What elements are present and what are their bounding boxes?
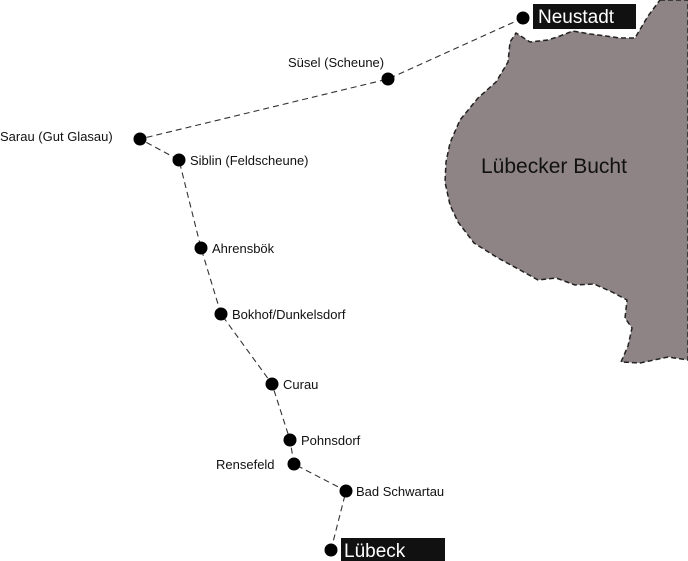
stop-marker-bad-schwartau [339, 484, 353, 498]
stop-marker-neustadt [516, 11, 530, 25]
stop-label-ahrensboek: Ahrensbök [212, 241, 275, 256]
city-label-luebeck: Lübeck [344, 541, 406, 561]
stop-marker-curau [265, 377, 279, 391]
stop-marker-sarau [133, 132, 147, 146]
city-label-neustadt: Neustadt [538, 7, 615, 28]
stop-label-curau: Curau [283, 377, 318, 392]
stop-label-bokhof: Bokhof/Dunkelsdorf [232, 307, 346, 322]
stop-label-pohnsdorf: Pohnsdorf [301, 433, 361, 448]
route-line [138, 17, 524, 551]
city-label-bg-neustadt [533, 4, 636, 29]
stop-label-suesel: Süsel (Scheune) [288, 55, 384, 70]
stop-label-bad-schwartau: Bad Schwartau [356, 484, 444, 499]
stop-marker-luebeck [324, 543, 338, 557]
bay-label: Lübecker Bucht [481, 155, 627, 178]
stop-marker-pohnsdorf [283, 433, 297, 447]
stop-label-rensefeld: Rensefeld [216, 457, 275, 472]
city-label-bg-luebeck [341, 538, 445, 561]
stop-marker-rensefeld [287, 457, 301, 471]
bay-area [444, 0, 688, 364]
stop-label-siblin: Siblin (Feldscheune) [190, 153, 309, 168]
stop-marker-suesel [381, 72, 395, 86]
stop-label-sarau: Sarau (Gut Glasau) [0, 129, 113, 144]
stop-marker-siblin [172, 153, 186, 167]
stop-marker-ahrensboek [194, 241, 208, 255]
stop-marker-bokhof [214, 307, 228, 321]
